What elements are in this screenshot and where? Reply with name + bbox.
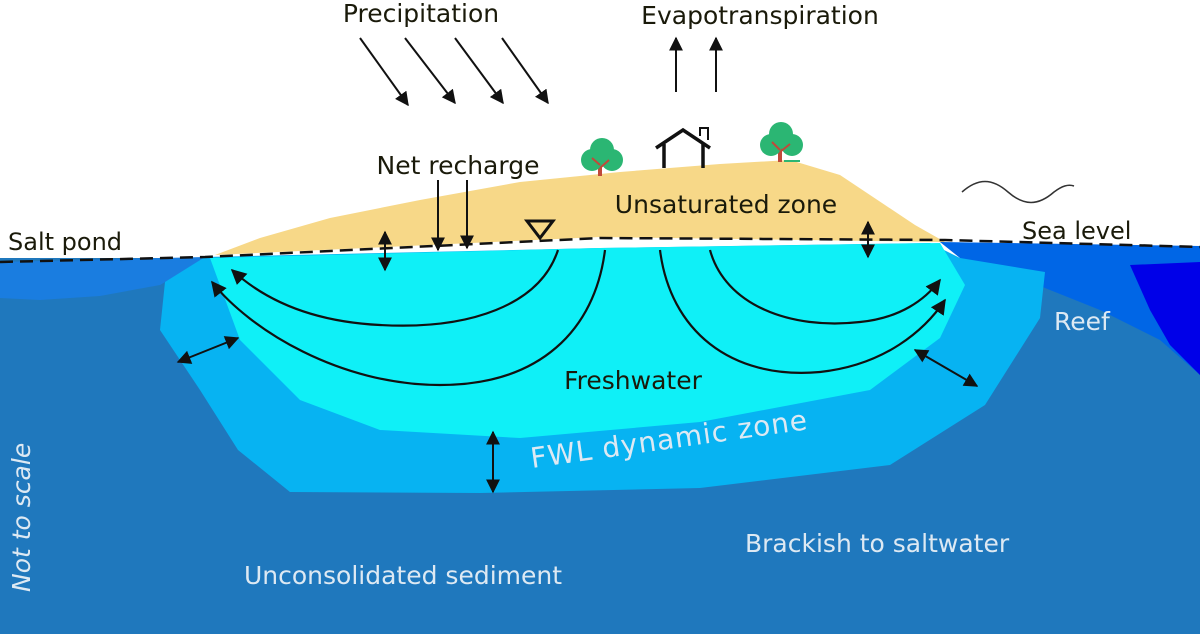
precipitation-arrows [359,37,549,107]
flow-line-right-inner [708,249,941,325]
tree-icon [760,122,803,162]
water-table-line [0,236,1200,264]
freshwater-lens [210,243,965,438]
brackish-to-saltwater-label: Brackish to saltwater [745,529,1010,558]
unconsolidated-sediment-label: Unconsolidated sediment [244,561,562,590]
house-icon [655,127,711,168]
transition-arrow-left [176,336,240,364]
fluctuation-arrows [176,220,979,494]
sea-level-label: Sea level [1022,217,1131,245]
net-recharge-arrows [431,180,474,252]
flow-line-left-outer [211,249,607,387]
deep-sea [1130,262,1200,375]
net-recharge-label: Net recharge [377,151,540,180]
freshwater-label: Freshwater [564,366,702,395]
flow-line-left-inner [230,249,560,327]
flow-line-right-outer [658,249,946,374]
evapotranspiration-label: Evapotranspiration [641,1,879,30]
not-to-scale-label: Not to scale [7,443,36,592]
tree-icon [581,138,623,176]
salt-pond [0,257,205,300]
flow-lines [211,249,946,387]
reef-label: Reef [1054,307,1111,336]
wave-icon [961,180,1075,204]
unsaturated-zone-label: Unsaturated zone [615,190,837,219]
transition-arrow-right [913,349,979,387]
evapotranspiration-arrows [669,36,723,92]
land-unsaturated-zone [215,160,945,255]
precipitation-label: Precipitation [343,0,499,28]
water-table-triangle-icon [523,219,557,241]
salt-pond-label: Salt pond [8,228,122,256]
